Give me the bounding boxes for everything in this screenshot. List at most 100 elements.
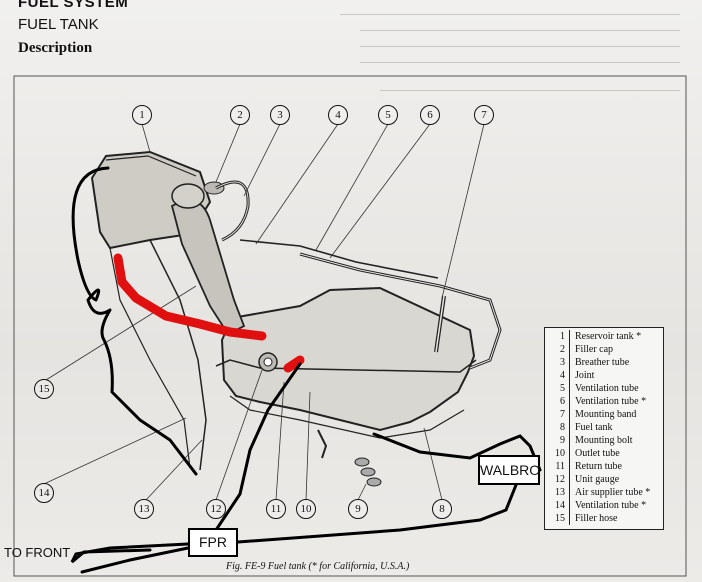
unit-gauge-center <box>263 357 273 367</box>
callout-12: 12 <box>206 499 226 519</box>
bleed-line <box>340 14 680 15</box>
legend-divider <box>569 356 570 369</box>
callout-14: 14 <box>34 483 54 503</box>
legend-number: 10 <box>555 448 565 459</box>
legend-number: 1 <box>560 331 565 342</box>
legend-number: 11 <box>555 461 565 472</box>
callout-8: 8 <box>432 499 452 519</box>
filler-pipe <box>170 199 246 336</box>
bleed-line <box>360 46 680 47</box>
legend-label: Ventilation tube * <box>575 500 647 511</box>
callout-7: 7 <box>474 105 494 125</box>
subsection-title: Description <box>18 40 93 56</box>
legend-number: 3 <box>560 357 565 368</box>
outlet-tube-clip <box>317 429 328 459</box>
legend-row: 7 Mounting band <box>545 408 665 421</box>
legend-divider <box>569 343 570 356</box>
air-supplier-tube <box>149 239 207 471</box>
legend-divider <box>569 460 570 473</box>
legend-label: Reservoir tank * <box>575 331 642 342</box>
legend-label: Ventilation tube <box>575 383 639 394</box>
callout-1: 1 <box>132 105 152 125</box>
callout-13: 13 <box>134 499 154 519</box>
legend-divider <box>569 395 570 408</box>
callout-15: 15 <box>34 379 54 399</box>
legend-label: Return tube <box>575 461 622 472</box>
legend-label: Outlet tube <box>575 448 620 459</box>
fuel-tank-body <box>220 286 476 432</box>
legend-number: 8 <box>560 422 565 433</box>
fuel-tank-flange <box>215 359 477 373</box>
legend-label: Filler cap <box>575 344 614 355</box>
legend-number: 2 <box>560 344 565 355</box>
legend-label: Unit gauge <box>575 474 620 485</box>
legend-divider <box>569 421 570 434</box>
red-marker-outlet <box>283 355 305 373</box>
callout-10: 10 <box>296 499 316 519</box>
legend-number: 7 <box>560 409 565 420</box>
legend-label: Mounting bolt <box>575 435 633 446</box>
filler-neck <box>171 183 205 209</box>
black-marker-left <box>71 166 198 476</box>
legend-label: Fuel tank <box>575 422 613 433</box>
legend-row: 6 Ventilation tube * <box>545 395 665 408</box>
ventilation-tube-left <box>109 247 191 469</box>
legend-divider <box>569 330 570 343</box>
legend-row: 2 Filler cap <box>545 343 665 356</box>
legend-divider <box>569 408 570 421</box>
fuel-tank-lower-edge <box>229 395 465 439</box>
figure-caption: Fig. FE-9 Fuel tank (* for California, U… <box>226 561 410 572</box>
legend-row: 1 Reservoir tank * <box>545 330 665 343</box>
legend-row: 5 Ventilation tube <box>545 382 665 395</box>
callout-9: 9 <box>348 499 368 519</box>
black-marker-walbro <box>372 432 542 472</box>
callout-5: 5 <box>378 105 398 125</box>
reservoir-tank-top <box>105 155 197 177</box>
red-marker-hose <box>113 253 267 341</box>
fpr-label: FPR <box>188 528 238 557</box>
breather-tube-inner <box>215 181 249 241</box>
legend-divider <box>569 486 570 499</box>
legend-divider <box>569 369 570 382</box>
legend-label: Joint <box>575 370 595 381</box>
bleed-line <box>360 30 680 31</box>
black-marker-return <box>214 362 302 532</box>
legend-row: 8 Fuel tank <box>545 421 665 434</box>
legend-label: Ventilation tube * <box>575 396 647 407</box>
callout-6: 6 <box>420 105 440 125</box>
legend-number: 14 <box>555 500 565 511</box>
bleed-line <box>360 62 680 63</box>
mounting-band-inner <box>435 295 445 353</box>
legend-divider <box>569 499 570 512</box>
ventilation-tube-inner <box>299 253 501 369</box>
legend-row: 14 Ventilation tube * <box>545 499 665 512</box>
legend-row: 4 Joint <box>545 369 665 382</box>
black-marker-supply <box>236 483 518 544</box>
diagram-frame <box>13 75 687 577</box>
filler-cap <box>203 181 225 195</box>
callout-11: 11 <box>266 499 286 519</box>
legend-row: 9 Mounting bolt <box>545 434 665 447</box>
black-marker-front <box>70 542 190 564</box>
legend-divider <box>569 473 570 486</box>
section-system-title: FUEL SYSTEM <box>18 0 129 11</box>
legend-label: Mounting band <box>575 409 637 420</box>
legend-row: 10 Outlet tube <box>545 447 665 460</box>
legend-label: Air supplier tube * <box>575 487 651 498</box>
legend-number: 6 <box>560 396 565 407</box>
ventilation-tube-2 <box>239 239 439 279</box>
walbro-pump-label: WALBRO <box>478 455 540 485</box>
legend-number: 5 <box>560 383 565 394</box>
legend-number: 9 <box>560 435 565 446</box>
legend-number: 4 <box>560 370 565 381</box>
legend-divider <box>569 434 570 447</box>
black-marker-fpr-left <box>80 546 190 574</box>
callout-4: 4 <box>328 105 348 125</box>
